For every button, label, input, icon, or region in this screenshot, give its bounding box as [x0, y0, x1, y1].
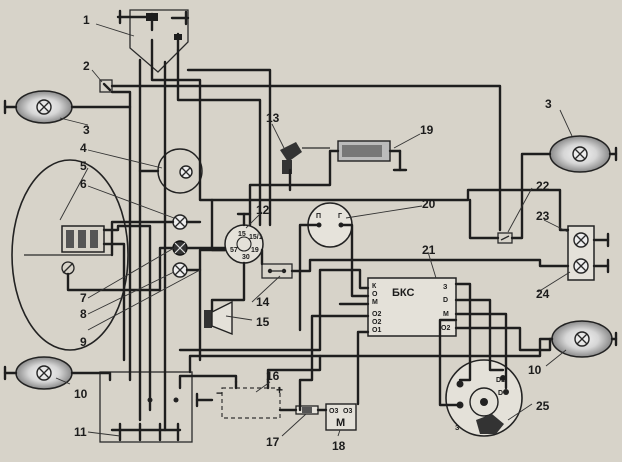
- ignition-coil-13: [280, 142, 330, 174]
- label-8: 8: [80, 307, 87, 321]
- label-2: 2: [83, 59, 90, 73]
- label-16: 16: [266, 369, 280, 383]
- component-19: [337, 140, 408, 172]
- bks-right-o2: O2: [441, 325, 450, 332]
- lamp-10-left: [3, 356, 73, 390]
- bks-left-o2b: О2: [372, 319, 381, 326]
- label-7: 7: [80, 291, 87, 305]
- battery-plus: +: [276, 383, 283, 397]
- switch12-pin-19: 19: [251, 247, 259, 254]
- bks-left-o2a: О2: [372, 311, 381, 318]
- relay18-pin-o3b: О3: [343, 408, 352, 415]
- bks-right-z: З: [443, 284, 448, 291]
- bks-left-o: О: [372, 291, 378, 298]
- leader-lines: [55, 23, 573, 437]
- ignition-switch-12: 15 15/1 19 57 30: [224, 212, 264, 264]
- label-6: 6: [80, 177, 87, 191]
- label-4: 4: [80, 141, 87, 155]
- switch12-pin-57: 57: [230, 247, 238, 254]
- generator-pin-d: D: [498, 390, 503, 397]
- callout-labels: 1 2 3 3 4 5 6 7 8 9 10 10 11 12 13 14 15…: [74, 13, 552, 453]
- battery-minus: −: [216, 386, 223, 400]
- bks-right-m: M: [443, 311, 449, 318]
- battery-16: − +: [195, 380, 283, 419]
- bks-left-k: К: [372, 283, 377, 290]
- lamp-3-right: [549, 135, 618, 173]
- label-14: 14: [256, 295, 270, 309]
- label-21: 21: [422, 243, 436, 257]
- relay18-label: M: [336, 417, 345, 429]
- connector-block-1: [116, 9, 190, 73]
- bks-right-d: D: [443, 297, 448, 304]
- sensor20-pin-g: Г: [338, 213, 342, 220]
- label-10-right: 10: [528, 363, 542, 377]
- connector-block-11: [99, 371, 193, 443]
- generator-25: D1 D З: [445, 359, 523, 437]
- lamp-10-right: [551, 320, 618, 358]
- lamp-block-23-24: [567, 225, 610, 281]
- relay-18: О3 О3 M: [325, 403, 357, 431]
- label-20: 20: [422, 197, 436, 211]
- lamp-8: [172, 262, 188, 278]
- lamp-7: [172, 240, 188, 256]
- label-3-right: 3: [545, 97, 552, 111]
- label-12: 12: [256, 203, 270, 217]
- generator-pin-d1: D1: [496, 377, 505, 384]
- relay18-pin-o3a: О3: [329, 408, 338, 415]
- sensor-20: П Г: [307, 202, 353, 248]
- wiring-harness: [66, 38, 570, 432]
- label-10-left: 10: [74, 387, 88, 401]
- switch12-pin-15: 15: [238, 231, 246, 238]
- label-23: 23: [536, 209, 550, 223]
- lamp-6: [172, 214, 188, 230]
- bks-unit-21: БКС К О М О2 О2 О1 З D M O2: [367, 277, 457, 337]
- generator-pin-z: З: [455, 425, 460, 432]
- label-24: 24: [536, 287, 550, 301]
- horn-15: [204, 300, 233, 336]
- label-13: 13: [266, 111, 280, 125]
- label-11: 11: [74, 425, 87, 439]
- label-9: 9: [80, 335, 87, 349]
- label-18: 18: [332, 439, 346, 453]
- bks-left-o1: О1: [372, 327, 381, 334]
- bks-title: БКС: [392, 287, 414, 299]
- switch12-pin-15-1: 15/1: [249, 234, 263, 241]
- lamp-3-left: [3, 90, 73, 124]
- label-19: 19: [420, 123, 434, 137]
- bks-left-m: М: [372, 299, 378, 306]
- sensor20-pin-p: П: [316, 213, 321, 220]
- label-5: 5: [80, 159, 87, 173]
- switch12-pin-30: 30: [242, 254, 250, 261]
- fuse-14: [261, 263, 293, 279]
- headlight-5: [11, 159, 129, 351]
- label-1: 1: [83, 13, 90, 27]
- label-22: 22: [536, 179, 550, 193]
- label-15: 15: [256, 315, 270, 329]
- label-3-left: 3: [83, 123, 90, 137]
- label-17: 17: [266, 435, 280, 449]
- label-25: 25: [536, 399, 550, 413]
- connector-22: [497, 232, 513, 244]
